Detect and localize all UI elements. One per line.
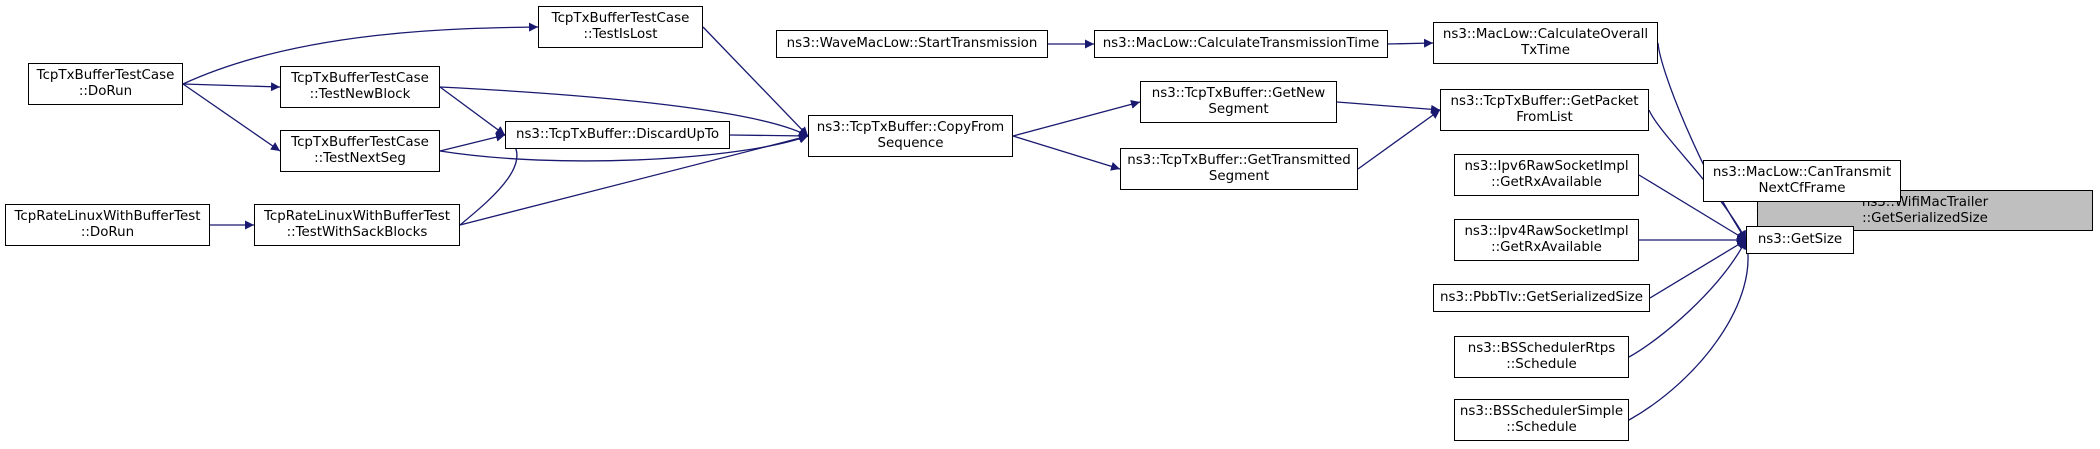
node-label-line: TcpRateLinuxWithBufferTest <box>14 209 201 224</box>
edge-tcpDoRun-to-testNewBlock <box>182 82 281 92</box>
edge-discardUpTo-to-copyFrom <box>729 131 809 141</box>
node-calc-tx[interactable]: ns3::MacLow::CalculateTransmissionTime <box>1094 30 1388 58</box>
edge-copyFrom-to-getTransSeg <box>1012 135 1121 171</box>
edge-tcpDoRun-to-testNextSeg <box>182 83 281 152</box>
edge-testNewBlock-to-discardUpTo <box>439 86 506 136</box>
node-label-line: ns3::MacLow::CanTransmit <box>1712 165 1892 180</box>
node-label-line: ns3::WaveMacLow::StartTransmission <box>786 36 1038 51</box>
node-label-line: ns3::Ipv6RawSocketImpl <box>1464 159 1629 174</box>
node-label-line: ::Schedule <box>1506 357 1577 372</box>
node-label-line: ns3::TcpTxBuffer::GetNew <box>1151 86 1326 101</box>
edge-getNewSeg-to-getPacketFromList <box>1336 101 1441 114</box>
edge-copyFrom-to-getNewSeg <box>1012 99 1141 137</box>
node-label-line: NextCfFrame <box>1758 181 1846 196</box>
node-rate-do-run[interactable]: TcpRateLinuxWithBufferTest::DoRun <box>5 204 210 246</box>
node-label-line: ns3::MacLow::CalculateTransmissionTime <box>1102 36 1380 51</box>
node-label-line: ns3::TcpTxBuffer::CopyFrom <box>816 120 1005 135</box>
node-wave-start[interactable]: ns3::WaveMacLow::StartTransmission <box>776 30 1048 58</box>
node-test-next-seg[interactable]: TcpTxBufferTestCase::TestNextSeg <box>280 130 440 172</box>
node-label-line: TcpTxBufferTestCase <box>36 68 175 83</box>
node-label-line: FromList <box>1516 110 1573 125</box>
node-label-line: ::GetSerializedSize <box>1862 210 1988 226</box>
edge-bsSimple-to-getSize <box>1628 239 1753 421</box>
edge-getPacketFromList-to-getSize <box>1648 109 1747 241</box>
node-tcp-do-run[interactable]: TcpTxBufferTestCase::DoRun <box>28 63 183 105</box>
node-label-line: ::Schedule <box>1506 420 1577 435</box>
node-label-line: ::GetRxAvailable <box>1491 240 1602 255</box>
edge-testNewBlock-to-copyFrom <box>439 86 809 137</box>
edge-testNextSeg-to-discardUpTo <box>439 132 506 152</box>
node-label-line: ::TestIsLost <box>583 27 658 42</box>
node-label-line: ns3::MacLow::CalculateOverall <box>1442 27 1649 42</box>
edge-bsRtps-to-getSize <box>1628 239 1747 358</box>
node-label-line: ::TestWithSackBlocks <box>286 225 428 240</box>
edge-tcpDoRun-to-testIsLost <box>182 22 539 85</box>
node-label-line: ::TestNewBlock <box>309 87 411 102</box>
node-label-line: ns3::TcpTxBuffer::GetTransmitted <box>1127 153 1351 168</box>
node-bs-simple[interactable]: ns3::BSSchedulerSimple::Schedule <box>1454 399 1629 441</box>
edge-testSack-to-copyFrom <box>459 133 809 226</box>
node-label-line: ns3::PbbTlv::GetSerializedSize <box>1440 290 1643 305</box>
node-label-line: TcpRateLinuxWithBufferTest <box>264 209 450 224</box>
node-label-line: TcpTxBufferTestCase <box>291 71 429 86</box>
node-label-line: ns3::BSSchedulerRtps <box>1467 341 1616 356</box>
node-label-line: ::GetRxAvailable <box>1491 175 1602 190</box>
node-label-line: Segment <box>1208 102 1269 117</box>
node-label-line: ::DoRun <box>78 84 133 99</box>
node-ipv6-raw[interactable]: ns3::Ipv6RawSocketImpl::GetRxAvailable <box>1454 154 1639 196</box>
node-test-sack[interactable]: TcpRateLinuxWithBufferTest::TestWithSack… <box>254 204 460 246</box>
node-label-line: TcpTxBufferTestCase <box>551 11 690 26</box>
node-label-line: ns3::TcpTxBuffer::GetPacket <box>1450 94 1639 109</box>
node-ipv4-raw[interactable]: ns3::Ipv4RawSocketImpl::GetRxAvailable <box>1454 219 1639 261</box>
edge-calcTx-to-calcOverall <box>1387 38 1434 48</box>
node-bs-rtps[interactable]: ns3::BSSchedulerRtps::Schedule <box>1454 336 1629 378</box>
node-label-line: TcpTxBufferTestCase <box>291 135 429 150</box>
node-label-line: ns3::BSSchedulerSimple <box>1459 404 1624 419</box>
edge-testIsLost-to-copyFrom <box>702 26 809 137</box>
node-label-line: Sequence <box>877 136 944 151</box>
node-get-size[interactable]: ns3::GetSize <box>1746 226 1854 254</box>
node-label-line: ::TestNextSeg <box>314 151 406 166</box>
node-label-line: ns3::TcpTxBuffer::DiscardUpTo <box>515 127 720 142</box>
node-label-line: TxTime <box>1521 43 1570 58</box>
node-label-line: Segment <box>1208 169 1270 184</box>
node-test-is-lost[interactable]: TcpTxBufferTestCase::TestIsLost <box>538 6 703 48</box>
node-pbb-tlv[interactable]: ns3::PbbTlv::GetSerializedSize <box>1433 284 1650 312</box>
edge-pbbTlv-to-getSize <box>1649 239 1747 299</box>
node-label-line: ns3::GetSize <box>1757 232 1843 247</box>
edge-ipv6Raw-to-getSize <box>1638 174 1747 241</box>
node-discard-up-to[interactable]: ns3::TcpTxBuffer::DiscardUpTo <box>505 121 730 149</box>
node-label-line: ns3::Ipv4RawSocketImpl <box>1464 224 1629 239</box>
node-test-new-block[interactable]: TcpTxBufferTestCase::TestNewBlock <box>280 66 440 108</box>
node-label-line: ::DoRun <box>80 225 135 240</box>
edge-getTransSeg-to-getPacketFromList <box>1357 109 1441 170</box>
